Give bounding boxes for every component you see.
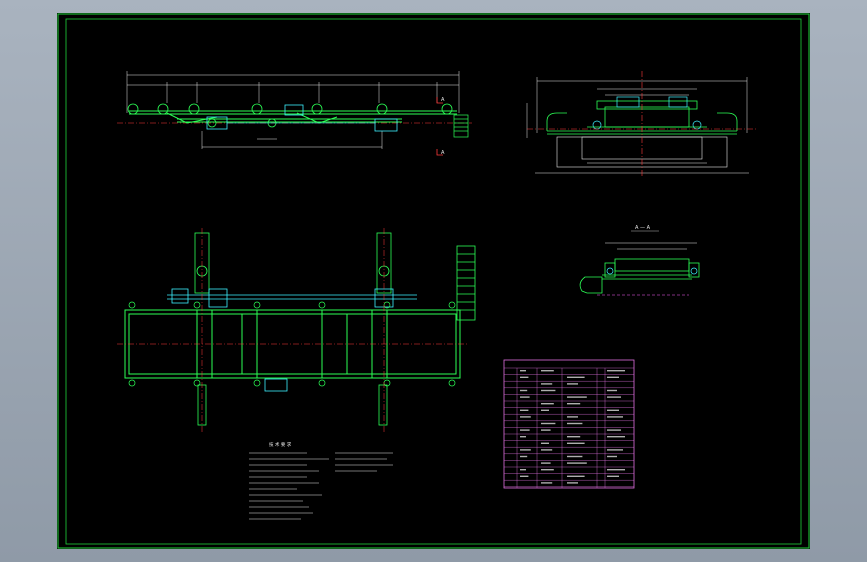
table-cell-text-mark	[567, 383, 578, 385]
table-cell-text-mark	[607, 376, 619, 378]
table-cell-text-mark	[567, 416, 578, 418]
side-view-mechanisms	[592, 96, 702, 130]
plan-stair	[456, 245, 476, 321]
front-elevation-view: A A	[117, 71, 472, 156]
section-profile	[579, 258, 700, 294]
roller-wheels	[127, 103, 453, 128]
table-cell-text-mark	[541, 429, 551, 431]
table-cell-text-mark	[541, 370, 554, 372]
table-cell-text-mark	[607, 409, 619, 411]
table-cell-text-mark	[567, 475, 585, 477]
table-cell-text-mark	[520, 396, 530, 398]
table-cell-text-mark	[541, 409, 549, 411]
table-cell-text-mark	[607, 396, 621, 398]
table-cell-text-mark	[567, 396, 587, 398]
plan-drive-shaft	[167, 288, 417, 392]
table-cell-text-mark	[520, 475, 529, 477]
plan-centerlines	[117, 228, 469, 433]
table-cell-text-mark	[520, 449, 531, 451]
conveyor-rails	[129, 110, 457, 124]
notes-text-lines	[249, 452, 393, 520]
section-title: A — A	[635, 225, 651, 231]
side-view-dimensions	[526, 77, 749, 174]
parts-list-table	[503, 359, 635, 489]
cad-drawing-canvas: A A	[57, 13, 810, 549]
section-marker-top: A	[441, 97, 445, 103]
table-cell-text-mark	[541, 403, 554, 405]
section-a-a-view: A — A	[579, 225, 700, 296]
table-cell-text-mark	[520, 436, 526, 438]
table-cell-text-mark	[520, 370, 526, 372]
section-dimensions	[605, 242, 697, 250]
table-cell-text-mark	[520, 376, 529, 378]
section-marker-bottom: A	[441, 150, 445, 156]
table-cell-text-mark	[541, 389, 556, 392]
table-cell-text-mark	[567, 422, 583, 425]
table-cell-text-mark	[607, 429, 621, 431]
table-cell-text-mark	[567, 442, 585, 444]
table-cell-text-mark	[520, 416, 531, 418]
table-cell-text-mark	[541, 383, 553, 385]
notes-heading: 技 术 要 求	[269, 441, 292, 448]
table-cell-text-mark	[607, 455, 617, 458]
table-cell-text-mark	[541, 462, 551, 464]
side-view-centerlines	[527, 71, 757, 178]
table-cell-text-mark	[541, 469, 554, 471]
table-cell-text-mark	[567, 436, 581, 438]
table-cell-text-mark	[520, 389, 528, 392]
table-cell-text-mark	[541, 442, 549, 444]
drawing-sheet: A A	[57, 13, 810, 549]
table-cell-text-mark	[567, 482, 578, 484]
technical-notes: 技 术 要 求	[249, 441, 393, 520]
end-stair	[453, 114, 469, 138]
plan-drive-columns	[194, 232, 392, 426]
table-column-lines	[516, 368, 606, 488]
drive-motors	[206, 104, 398, 132]
table-cell-text-mark	[520, 409, 529, 411]
table-cell-text-mark	[607, 436, 625, 438]
table-cell-text-mark	[567, 376, 585, 378]
table-cell-text-mark	[541, 482, 553, 484]
table-cell-text-mark	[607, 370, 625, 372]
table-cell-text-mark	[541, 449, 553, 451]
outer-frame	[57, 13, 810, 549]
table-cell-text-mark	[607, 416, 623, 418]
table-cell-text-mark	[567, 403, 581, 405]
inner-frame	[65, 18, 802, 545]
table-cell-text-mark	[607, 469, 625, 471]
table-cell-text-mark	[607, 475, 619, 477]
table-cell-text-mark	[520, 469, 526, 471]
section-rollers	[606, 267, 698, 275]
section-cut-markers	[436, 97, 443, 156]
table-cell-text-mark	[567, 455, 583, 458]
table-cell-text-mark	[607, 389, 617, 392]
front-elevation-dimensions	[126, 71, 460, 149]
table-cell-text-mark	[520, 455, 528, 458]
table-cell-marks	[520, 370, 625, 484]
side-elevation-view	[526, 71, 757, 178]
table-cell-text-mark	[607, 449, 623, 451]
table-cell-text-mark	[567, 462, 587, 464]
plan-edge-rollers	[128, 301, 456, 387]
table-cell-text-mark	[541, 422, 556, 425]
table-cell-text-mark	[520, 429, 530, 431]
table-row-lines	[504, 367, 634, 487]
plan-view	[117, 228, 476, 433]
